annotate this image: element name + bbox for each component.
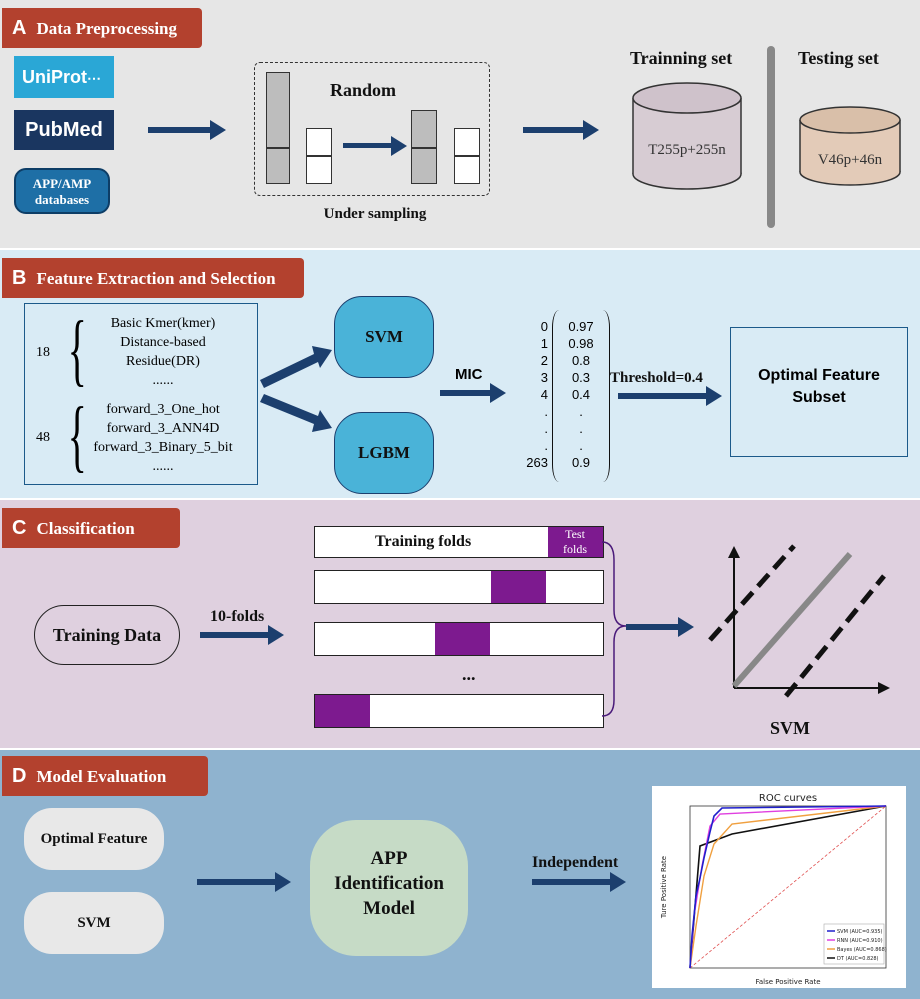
arrow-mic (440, 383, 506, 403)
test-fold-block (491, 571, 546, 603)
panel-b-title: Feature Extraction and Selection (36, 269, 276, 288)
test-fold-block (435, 623, 490, 655)
training-set-label: Trainning set (630, 48, 733, 68)
panel-a-title: Data Preprocessing (36, 19, 178, 38)
arrow-d1 (197, 872, 291, 892)
bar-tall-2 (411, 110, 437, 184)
testing-set-label: Testing set (798, 48, 879, 68)
training-folds-label: Training folds (375, 533, 472, 550)
arrow-svm (626, 617, 694, 637)
feature-list-box (24, 303, 258, 485)
training-set-cylinder (632, 82, 742, 190)
group2-count: 48 (36, 430, 50, 445)
legend-label-dt: DT (AUC=0.828) (837, 956, 879, 962)
panel-a-letter: A (12, 17, 27, 39)
fold-row-1: Training folds Test folds (314, 526, 604, 558)
panel-b-letter: B (12, 267, 27, 289)
panel-c-title: Classification (36, 519, 135, 538)
ten-folds-label: 10-folds (210, 608, 265, 625)
bar-short-1 (306, 128, 332, 184)
panel-c-letter: C (12, 517, 27, 539)
group1-count: 18 (36, 345, 50, 360)
training-data-box: Training Data (34, 605, 180, 665)
arrow-a2 (523, 120, 599, 140)
roc-xlabel: False Positive Rate (755, 978, 820, 986)
optimal-feature-subset-box: Optimal Feature Subset (730, 327, 908, 457)
fold-row-2 (314, 570, 604, 604)
bar-short-2 (454, 128, 480, 184)
matrix-left-paren (552, 310, 566, 482)
folds-brace (601, 541, 627, 717)
test-fold-block (315, 695, 370, 727)
panel-b-header: B Feature Extraction and Selection (2, 258, 304, 298)
svm-box: SVM (24, 892, 164, 954)
arrow-d2 (532, 872, 626, 892)
panel-a-header: A Data Preprocessing (2, 8, 202, 48)
svm-model-box: SVM (334, 296, 434, 378)
training-cylinder-label: T255p+255n (648, 142, 726, 158)
roc-curve-plot: SVM (AUC=0.935) RNN (AUC=0.910) Bayes (A… (660, 805, 887, 986)
independent-label: Independent (532, 854, 619, 871)
group2-brace: { (67, 392, 87, 480)
panel-d-letter: D (12, 765, 27, 787)
testing-cylinder-label: V46p+46n (817, 152, 883, 168)
legend-label-rnn: RNN (AUC=0.910) (837, 938, 883, 944)
arrow-threshold (618, 386, 722, 406)
bar-tall-1 (266, 72, 290, 184)
arrow-folds (200, 625, 284, 645)
svm-hyperplane-plot (708, 544, 890, 698)
lgbm-model-box: LGBM (334, 412, 434, 494)
arrows-to-models (260, 346, 332, 432)
test-fold-block (548, 527, 603, 557)
arrow-random (343, 136, 407, 156)
app-amp-database: APP/AMP databases (14, 168, 110, 214)
panel-c-header: C Classification (2, 508, 180, 548)
roc-ylabel: Ture Positive Rate (660, 856, 668, 919)
roc-curve-svm (689, 805, 887, 969)
random-label: Random (330, 80, 397, 100)
roc-curve-bayes (689, 805, 887, 969)
mic-indices: 0 1 2 3 4 . . . 263 (526, 319, 548, 470)
fold-row-last (314, 694, 604, 728)
group1-list: Basic Kmer(kmer) Distance-based Residue(… (110, 316, 216, 388)
optimal-feature-box: Optimal Feature (24, 808, 164, 870)
under-sampling-label: Under sampling (323, 206, 427, 222)
fold-row-3 (314, 622, 604, 656)
testing-set-cylinder (799, 106, 901, 186)
pubmed-logo: PubMed (14, 110, 114, 150)
group1-brace: { (67, 306, 87, 394)
uniprot-logo: UniProt⋯ (14, 56, 114, 98)
legend-label-bayes: Bayes (AUC=0.868) (837, 947, 887, 953)
mic-label: MIC (455, 366, 483, 383)
panel-d-title: Model Evaluation (36, 767, 167, 786)
roc-title: ROC curves (758, 793, 818, 804)
matrix-right-paren (596, 310, 610, 482)
group2-list: forward_3_One_hot forward_3_ANN4D forwar… (93, 402, 233, 474)
random-undersampling-box (254, 62, 490, 196)
test-folds-label: Test folds (563, 527, 587, 556)
threshold-label: Threshold=0.4 (610, 370, 703, 386)
legend-label-svm: SVM (AUC=0.935) (837, 929, 883, 935)
mic-values: 0.97 0.98 0.8 0.3 0.4 . . . 0.9 (568, 319, 594, 470)
svm-plot-label: SVM (770, 718, 810, 738)
panel-d-header: D Model Evaluation (2, 756, 208, 796)
divider-bar (767, 46, 775, 228)
arrow-a1 (148, 120, 226, 140)
app-identification-model-box: APP Identification Model (310, 820, 468, 956)
roc-diagonal (689, 805, 887, 969)
folds-ellipsis: ... (462, 664, 476, 684)
